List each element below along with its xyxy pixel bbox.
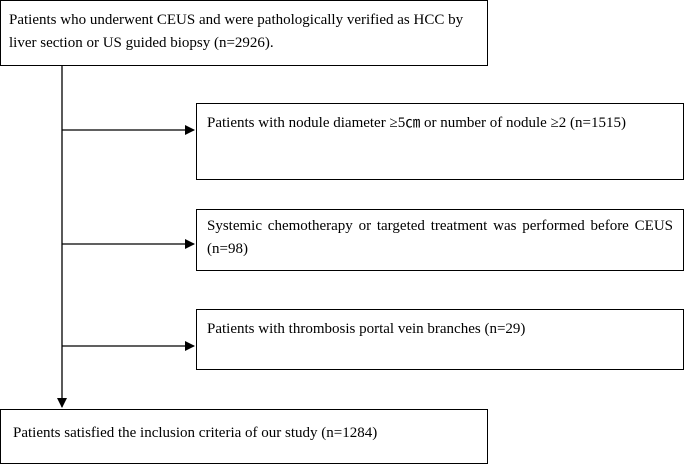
initial-cohort-text: Patients who underwent CEUS and were pat… (9, 12, 464, 51)
exclusion-box-nodule-size: Patients with nodule diameter ≥5㎝ or num… (196, 103, 684, 180)
final-cohort-box: Patients satisfied the inclusion criteri… (0, 409, 488, 464)
exclusion-text-prior-treatment: Systemic chemotherapy or targeted treatm… (207, 218, 673, 257)
exclusion-text-nodule-size: Patients with nodule diameter ≥5㎝ or num… (207, 115, 627, 131)
initial-cohort-box: Patients who underwent CEUS and were pat… (0, 0, 488, 66)
final-cohort-text: Patients satisfied the inclusion criteri… (13, 425, 378, 441)
exclusion-box-thrombosis: Patients with thrombosis portal vein bra… (196, 309, 684, 370)
exclusion-box-prior-treatment: Systemic chemotherapy or targeted treatm… (196, 209, 684, 271)
exclusion-text-thrombosis: Patients with thrombosis portal vein bra… (207, 321, 526, 337)
